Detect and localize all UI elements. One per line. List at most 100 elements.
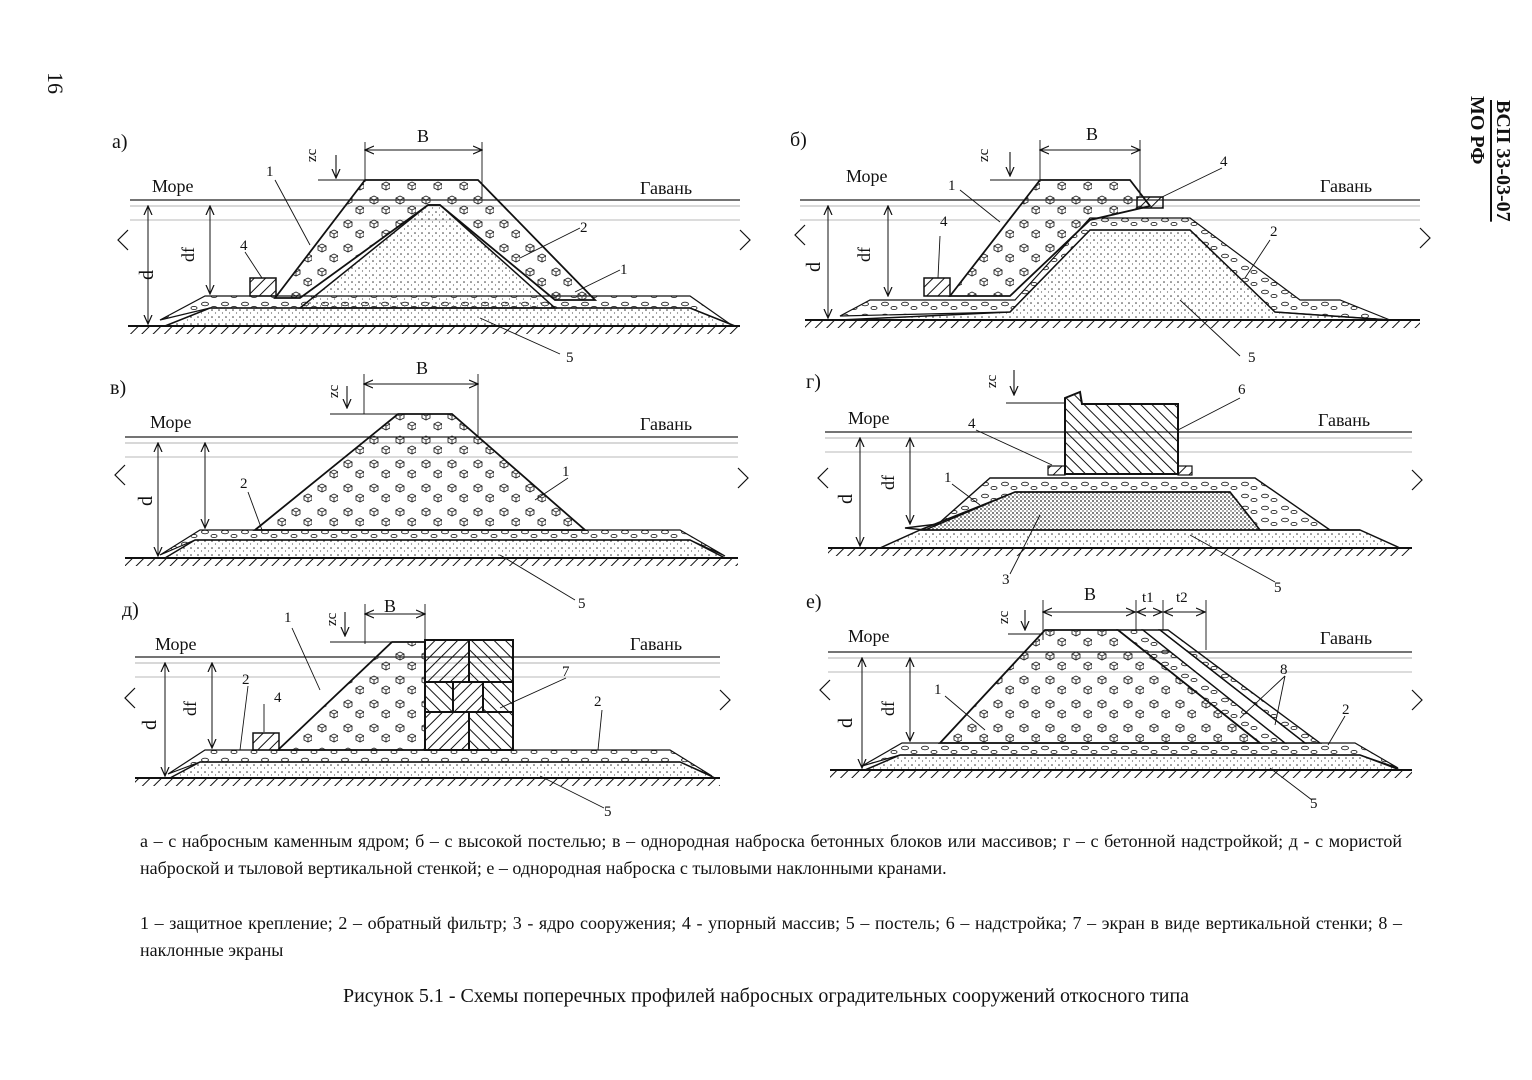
diagram-e: е) Море Гавань B t1 t2 zc df d 1 8 2 5 xyxy=(806,584,1423,812)
bedding-layer xyxy=(164,307,736,327)
block-mound xyxy=(252,413,588,531)
callout-5: 5 xyxy=(566,350,574,366)
callout-2: 2 xyxy=(1342,702,1350,718)
callout-6: 6 xyxy=(1238,382,1246,398)
harbor-label: Гавань xyxy=(1320,628,1372,648)
sea-label: Море xyxy=(848,408,890,428)
toe-block xyxy=(923,277,951,297)
callout-4: 4 xyxy=(940,214,948,230)
seabed xyxy=(805,320,1420,328)
breakwater-profiles-figure: а) Море Гавань B zc df d 1 2 1 4 5 xyxy=(110,124,1431,820)
dim-t2-label: t2 xyxy=(1176,590,1188,606)
bedding-layer xyxy=(879,529,1401,549)
callout-8: 8 xyxy=(1280,662,1288,678)
diagram-letter: а) xyxy=(112,131,128,153)
armour-layer xyxy=(904,477,1360,531)
callout-1: 1 xyxy=(284,610,292,626)
figure-title: Рисунок 5.1 - Схемы поперечных профилей … xyxy=(342,985,1190,1007)
seabed xyxy=(128,326,740,334)
dim-d-label: d xyxy=(835,494,857,504)
bedding-layer xyxy=(169,761,716,779)
dim-B-label: B xyxy=(1084,584,1096,604)
caption-legend: 1 – защитное крепление; 2 – обратный фил… xyxy=(140,913,1402,960)
crest-block xyxy=(1136,196,1164,209)
diagram-letter: д) xyxy=(122,599,139,621)
seaward-mound xyxy=(275,641,426,751)
dim-d-label: d xyxy=(135,496,157,506)
harbor-label: Гавань xyxy=(640,414,692,434)
dim-d-label: d xyxy=(139,720,161,730)
diagram-v: в) Море Гавань B zc d 2 1 5 xyxy=(110,358,749,612)
dim-zc-label: zc xyxy=(984,374,1000,388)
sea-label: Море xyxy=(152,176,194,196)
callout-1: 1 xyxy=(620,262,628,278)
harbor-label: Гавань xyxy=(640,178,692,198)
dim-df-label: df xyxy=(178,247,198,262)
callout-2: 2 xyxy=(242,672,250,688)
sea-label: Море xyxy=(848,626,890,646)
callout-5: 5 xyxy=(1274,580,1282,596)
filter-layer xyxy=(159,295,731,325)
document-code: ВСП 33-03-07 xyxy=(1492,100,1514,222)
callout-4: 4 xyxy=(240,238,248,254)
dim-t1-label: t1 xyxy=(1142,590,1154,606)
callout-2: 2 xyxy=(580,220,588,236)
toe-block xyxy=(249,277,277,297)
callout-4: 4 xyxy=(1220,154,1228,170)
caption-types: а – с набросным каменным ядром; б – с вы… xyxy=(140,831,1402,878)
dim-zc-label: zc xyxy=(976,148,992,162)
callout-3: 3 xyxy=(1002,572,1010,588)
callout-1: 1 xyxy=(562,464,570,480)
vertical-wall xyxy=(424,639,514,751)
dim-zc-label: zc xyxy=(304,148,320,162)
callout-1: 1 xyxy=(944,470,952,486)
harbor-label: Гавань xyxy=(630,634,682,654)
callout-7: 7 xyxy=(562,664,570,680)
document-organization: МО РФ xyxy=(1466,96,1488,165)
callout-2: 2 xyxy=(1270,224,1278,240)
callout-5: 5 xyxy=(578,596,586,612)
callout-5: 5 xyxy=(604,804,612,820)
dim-d-label: d xyxy=(835,718,857,728)
callout-4: 4 xyxy=(968,416,976,432)
callout-4: 4 xyxy=(274,690,282,706)
filter-layer xyxy=(861,742,1399,769)
callout-2: 2 xyxy=(594,694,602,710)
filter-layer xyxy=(839,217,1391,321)
sea-label: Море xyxy=(150,412,192,432)
callout-1: 1 xyxy=(948,178,956,194)
diagram-g: г) Море Гавань zc df d 6 4 1 3 5 xyxy=(806,370,1423,596)
sea-label: Море xyxy=(846,166,888,186)
bedding-layer xyxy=(162,539,726,559)
armour-layer xyxy=(273,179,598,301)
filter-layer xyxy=(167,749,713,777)
section-break xyxy=(739,229,751,251)
diagram-letter: е) xyxy=(806,591,822,613)
section-break xyxy=(117,229,129,251)
callout-2: 2 xyxy=(240,476,248,492)
callout-1: 1 xyxy=(266,164,274,180)
dim-zc-label: zc xyxy=(996,610,1012,624)
diagram-d: д) Море Гавань B zc df d 1 2 4 7 2 5 xyxy=(122,596,731,820)
harbor-label: Гавань xyxy=(1320,176,1372,196)
concrete-superstructure xyxy=(1064,390,1179,475)
bedding-layer xyxy=(864,754,1401,771)
sea-label: Море xyxy=(155,634,197,654)
callout-5: 5 xyxy=(1310,796,1318,812)
inclined-screen xyxy=(1157,629,1323,744)
dim-B-label: B xyxy=(384,596,396,616)
callout-1: 1 xyxy=(934,682,942,698)
diagram-letter: в) xyxy=(110,377,126,399)
diagram-a: а) Море Гавань B zc df d 1 2 1 4 5 xyxy=(112,126,751,366)
dim-df-label: df xyxy=(180,701,200,716)
callout-5: 5 xyxy=(1248,350,1256,366)
dim-d-label: d xyxy=(136,270,158,280)
dim-df-label: df xyxy=(854,247,874,262)
dim-df-label: df xyxy=(878,701,898,716)
dim-B-label: B xyxy=(1086,124,1098,144)
diagram-b: б) Море Гавань B zc df d 1 4 4 2 5 xyxy=(790,124,1431,366)
dim-d-label: d xyxy=(803,262,825,272)
dim-B-label: B xyxy=(416,358,428,378)
dim-zc-label: zc xyxy=(326,384,342,398)
dim-B-label: B xyxy=(417,126,429,146)
